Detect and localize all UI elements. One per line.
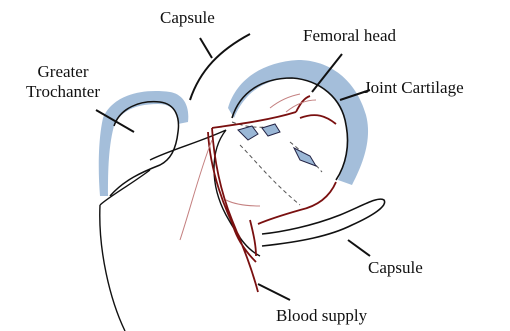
leader-blood-supply <box>258 284 290 300</box>
label-capsule-bottom: Capsule <box>368 258 423 278</box>
head-inner-cartilage <box>238 124 316 166</box>
label-joint-cartilage: Joint Cartilage <box>364 78 464 98</box>
greater-trochanter-cartilage <box>99 91 189 196</box>
blood-vessels-fine <box>180 94 316 240</box>
greater-trochanter-outline <box>110 102 178 196</box>
leader-capsule-top <box>200 38 212 58</box>
capsule-bottom-outline <box>262 199 385 246</box>
leader-capsule-bottom <box>348 240 370 256</box>
label-femoral-head: Femoral head <box>303 26 396 46</box>
label-capsule-top: Capsule <box>160 8 215 28</box>
label-greater-trochanter: Greater Trochanter <box>8 62 118 102</box>
label-greater-trochanter-line2: Trochanter <box>8 82 118 102</box>
label-blood-supply: Blood supply <box>276 306 367 326</box>
label-greater-trochanter-line1: Greater <box>8 62 118 82</box>
